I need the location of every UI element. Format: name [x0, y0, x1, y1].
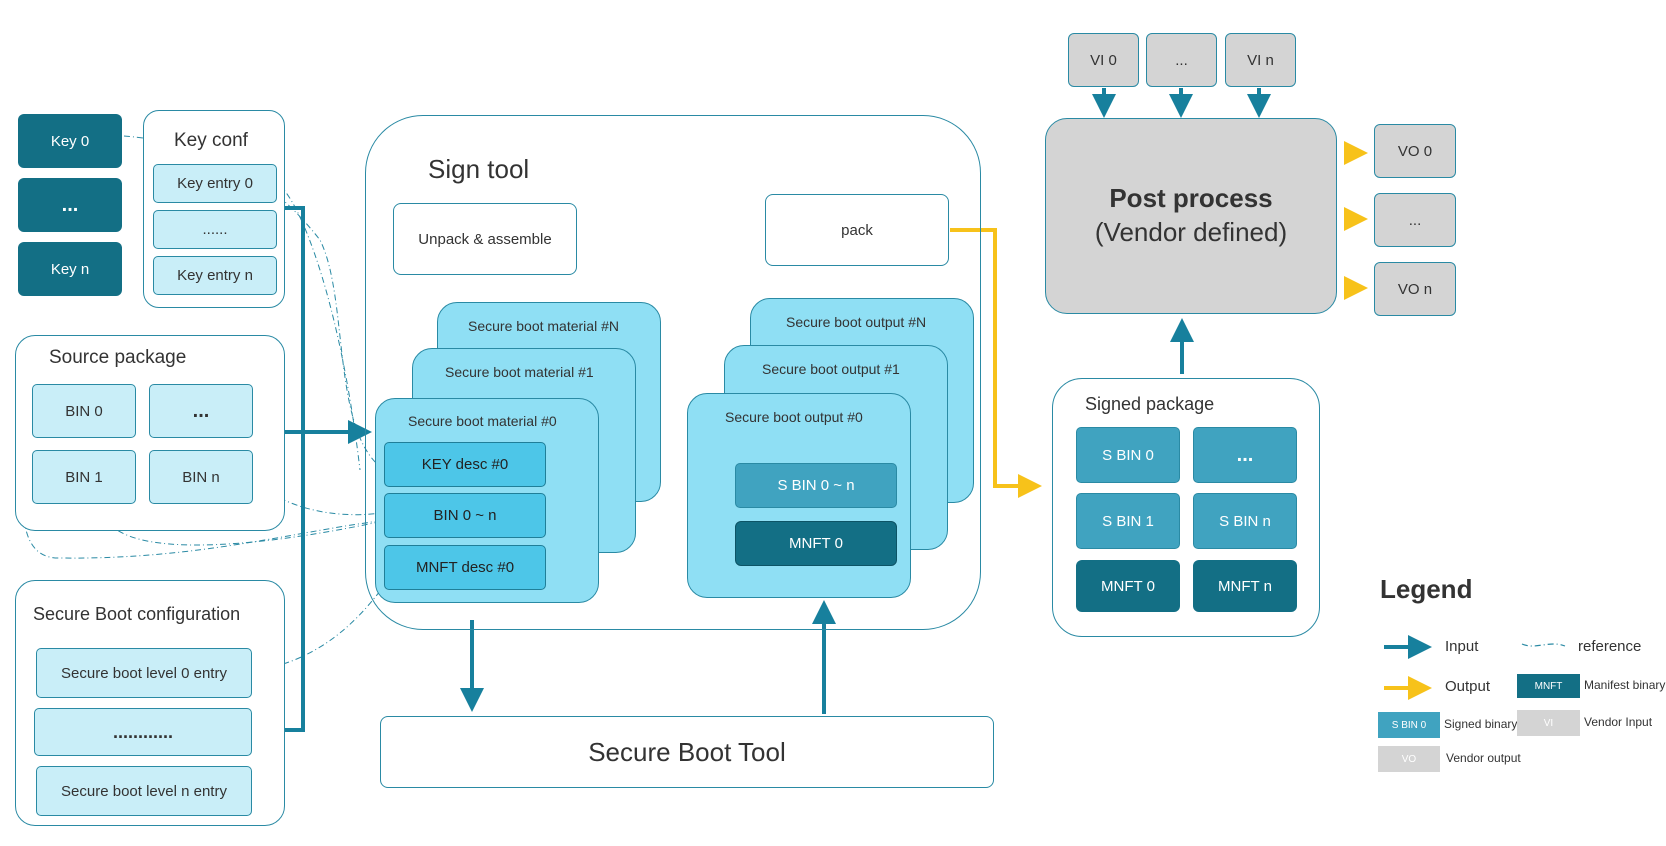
legend-vendor-output-label: Vendor output	[1446, 751, 1521, 765]
vendor-input-n: VI n	[1225, 33, 1296, 87]
sbin-range-box: S BIN 0 ~ n	[735, 463, 897, 508]
vendor-output-n: VO n	[1374, 262, 1456, 316]
signed-bin-n: S BIN n	[1193, 493, 1297, 549]
signed-bin-0: S BIN 0	[1076, 427, 1180, 483]
secure-boot-level-n-entry: Secure boot level n entry	[36, 766, 252, 816]
legend-input-label: Input	[1445, 638, 1479, 655]
legend-output-label: Output	[1445, 678, 1491, 695]
secure-boot-material-0-label: Secure boot material #0	[408, 413, 557, 429]
legend-mnft-chip: MNFT	[1517, 674, 1580, 698]
key-n-box: Key n	[18, 242, 122, 296]
vendor-output-dots: ...	[1374, 193, 1456, 247]
key-0-box: Key 0	[18, 114, 122, 168]
signed-bin-1: S BIN 1	[1076, 493, 1180, 549]
secure-boot-config-title: Secure Boot configuration	[33, 604, 241, 624]
sign-tool-container	[365, 115, 981, 630]
legend-sbin-chip: S BIN 0	[1378, 712, 1440, 738]
legend-title: Legend	[1380, 574, 1473, 604]
mnft-desc-0: MNFT desc #0	[384, 545, 546, 590]
source-bin-0: BIN 0	[32, 384, 136, 438]
key-entry-n: Key entry n	[153, 256, 277, 295]
key-desc-0: KEY desc #0	[384, 442, 546, 487]
secure-boot-tool-box: Secure Boot Tool	[380, 716, 994, 788]
post-process-title: Post process	[1109, 183, 1273, 214]
legend-manifest-label: Manifest binary	[1584, 678, 1666, 692]
unpack-assemble-box: Unpack & assemble	[393, 203, 577, 275]
legend-vi-chip: VI	[1517, 710, 1580, 736]
signed-mnft-0: MNFT 0	[1076, 560, 1180, 612]
source-package-title: Source package	[49, 347, 187, 368]
secure-boot-output-1-label: Secure boot output #1	[762, 361, 900, 377]
source-bin-dots: ...	[149, 384, 253, 438]
key-conf-title: Key conf	[174, 130, 248, 151]
signed-mnft-n: MNFT n	[1193, 560, 1297, 612]
vendor-input-dots: ...	[1146, 33, 1217, 87]
bin-range-box: BIN 0 ~ n	[384, 493, 546, 538]
legend-reference-label: reference	[1578, 638, 1642, 655]
key-entry-dots: ......	[153, 210, 277, 249]
post-process-box: Post process (Vendor defined)	[1045, 118, 1337, 314]
key-dots-box: ...	[18, 178, 122, 232]
vendor-output-0: VO 0	[1374, 124, 1456, 178]
source-bin-1: BIN 1	[32, 450, 136, 504]
legend-vendor-input-label: Vendor Input	[1584, 715, 1653, 729]
legend-samples	[1384, 635, 1566, 700]
legend-vo-chip: VO	[1378, 746, 1440, 772]
secure-boot-level-dots: ............	[34, 708, 252, 756]
input-bracket	[280, 206, 372, 732]
secure-boot-output-0-label: Secure boot output #0	[725, 409, 863, 425]
secure-boot-material-n-label: Secure boot material #N	[468, 318, 619, 334]
secure-boot-material-1-label: Secure boot material #1	[445, 364, 594, 380]
key-entry-0: Key entry 0	[153, 164, 277, 203]
signed-bin-dots: ...	[1193, 427, 1297, 483]
vendor-input-0: VI 0	[1068, 33, 1139, 87]
signed-package-title: Signed package	[1085, 394, 1215, 414]
output-arrows	[950, 141, 1368, 498]
post-process-subtitle: (Vendor defined)	[1094, 217, 1288, 247]
secure-boot-level-0-entry: Secure boot level 0 entry	[36, 648, 252, 698]
sign-tool-title: Sign tool	[428, 154, 530, 184]
legend-signed-label: Signed binary	[1444, 717, 1518, 731]
pack-box: pack	[765, 194, 949, 266]
secure-boot-output-n-label: Secure boot output #N	[786, 314, 927, 330]
source-bin-n: BIN n	[149, 450, 253, 504]
mnft-0-output: MNFT 0	[735, 521, 897, 566]
